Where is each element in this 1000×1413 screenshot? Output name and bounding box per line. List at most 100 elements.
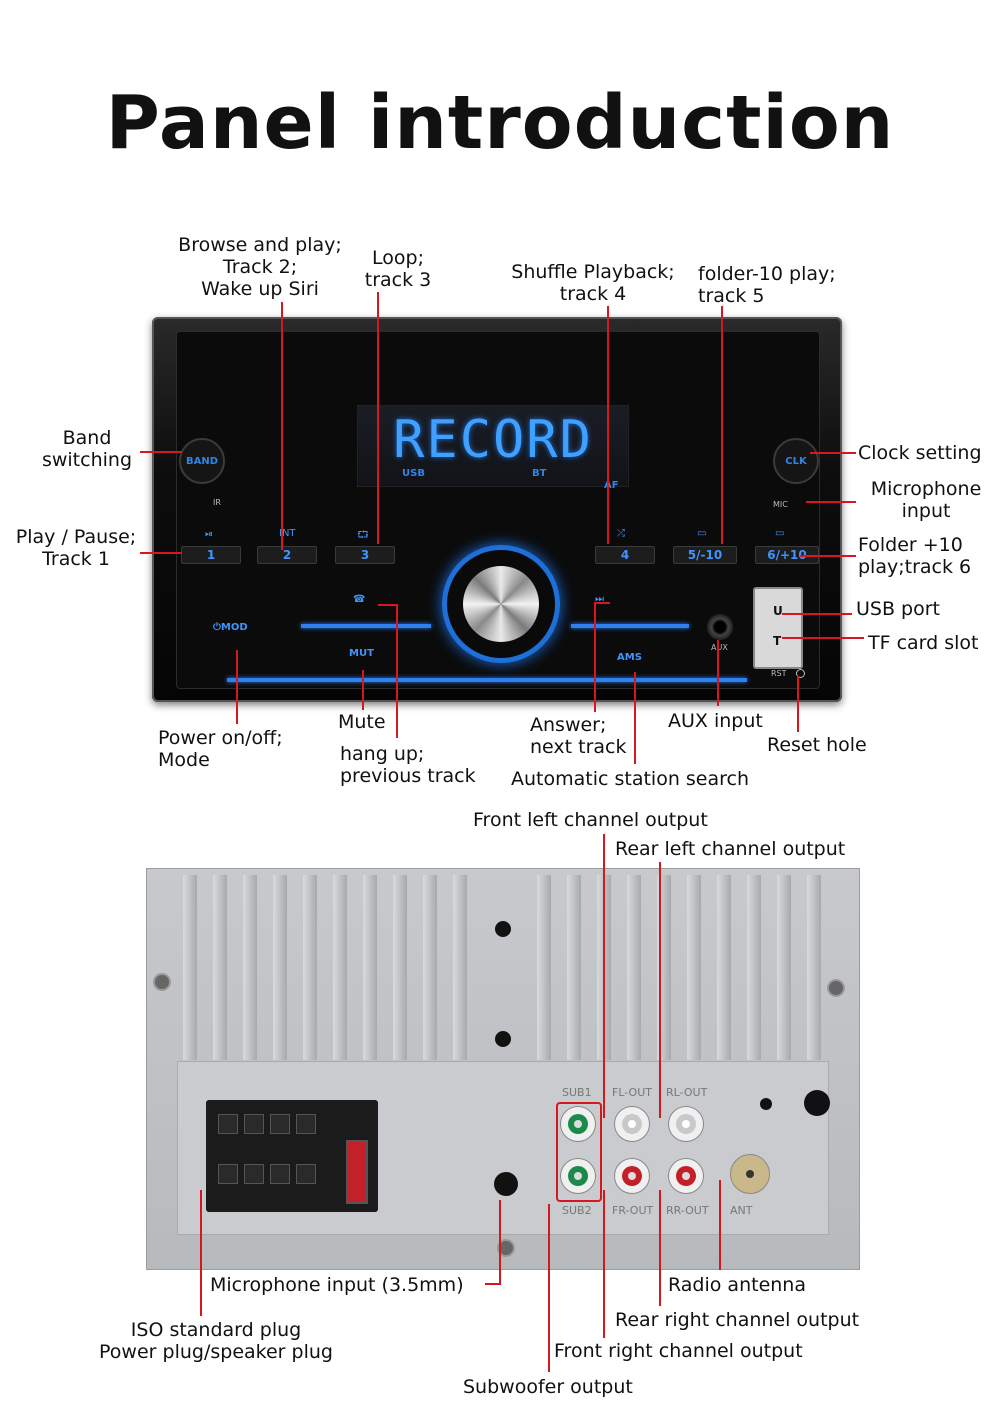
callout-line-power (236, 650, 238, 724)
screw (827, 979, 845, 997)
heat-fin (747, 875, 761, 1060)
head-unit-front: RECORD USB BT AF BAND CLK IR MIC ⏯ INT ⮔… (152, 317, 842, 702)
label-mute: Mute (338, 711, 386, 733)
band-button[interactable]: BAND (179, 438, 225, 484)
bt-indicator: BT (532, 468, 547, 479)
label-rear-right: Rear right channel output (615, 1309, 860, 1331)
callout-line-front-right (603, 1190, 605, 1338)
label-shuffle: Shuffle Playback; track 4 (511, 261, 675, 305)
left-light-bar (301, 624, 431, 628)
rr-out-jack[interactable] (668, 1158, 704, 1194)
heat-fin (453, 875, 467, 1060)
callout-line-loop (377, 292, 379, 544)
heat-fin (567, 875, 581, 1060)
callout-line-rear-right (659, 1190, 661, 1306)
rr-out-label: RR-OUT (666, 1204, 709, 1217)
rl-out-jack[interactable] (668, 1106, 704, 1142)
label-tf-slot: TF card slot (868, 632, 979, 654)
sub2-label: SUB2 (562, 1204, 592, 1217)
heat-fin (627, 875, 641, 1060)
sub1-jack[interactable] (560, 1106, 596, 1142)
ams-button[interactable]: AMS (617, 652, 642, 663)
label-power-mode: Power on/off; Mode (158, 727, 283, 771)
label-browse: Browse and play; Track 2; Wake up Siri (178, 234, 342, 300)
mount-hole (495, 921, 511, 937)
heat-fin (303, 875, 317, 1060)
play-pause-icon: ⏯ (205, 529, 213, 540)
label-aux-input: AUX input (668, 710, 763, 732)
volume-knob[interactable] (463, 566, 539, 642)
button-4[interactable]: 4 (595, 546, 655, 564)
heat-fin (807, 875, 821, 1060)
callout-line-usb (782, 613, 852, 615)
plug-pin (244, 1114, 264, 1134)
label-front-right: Front right channel output (554, 1340, 803, 1362)
tf-slot[interactable]: T (773, 634, 782, 648)
ir-label: IR (213, 498, 221, 507)
callout-line-clock (810, 452, 856, 454)
button-1[interactable]: 1 (181, 546, 241, 564)
mut-button[interactable]: MUT (349, 648, 374, 659)
clk-button[interactable]: CLK (773, 438, 819, 484)
aux-jack[interactable] (707, 614, 733, 640)
sub2-jack[interactable] (560, 1158, 596, 1194)
callout-line-answer-top (594, 602, 610, 604)
label-loop: Loop; track 3 (364, 247, 432, 291)
callout-line-answer (594, 602, 596, 712)
plug-pin (218, 1164, 238, 1184)
button-3[interactable]: 3 (335, 546, 395, 564)
callout-line-ams (634, 672, 636, 764)
shuffle-icon: ⤮ (617, 528, 625, 539)
screw (497, 1239, 515, 1257)
heat-fin (273, 875, 287, 1060)
button-6[interactable]: 6/+10 (755, 546, 819, 564)
page-title: Panel introduction (105, 80, 895, 166)
mic-jack[interactable] (494, 1172, 518, 1196)
fr-out-label: FR-OUT (612, 1204, 654, 1217)
heat-fin (423, 875, 437, 1060)
mount-hole (495, 1031, 511, 1047)
antenna-jack[interactable] (730, 1154, 770, 1194)
plug-pin (244, 1164, 264, 1184)
label-folder-minus: folder-10 play; track 5 (698, 263, 836, 307)
fl-out-jack[interactable] (614, 1106, 650, 1142)
rl-out-label: RL-OUT (666, 1086, 708, 1099)
fr-out-jack[interactable] (614, 1158, 650, 1194)
callout-line-reset (797, 676, 799, 732)
heat-fin (243, 875, 257, 1060)
plug-pin (270, 1164, 290, 1184)
lcd-display: RECORD USB BT AF (357, 405, 629, 491)
screw (153, 973, 171, 991)
bottom-light-bar (227, 678, 747, 682)
label-radio-antenna: Radio antenna (668, 1274, 806, 1296)
folder-plus-icon: ▭ (775, 528, 785, 539)
callout-line-mute (362, 670, 364, 710)
large-hole (804, 1090, 830, 1116)
af-indicator: AF (604, 480, 619, 491)
button-2[interactable]: 2 (257, 546, 317, 564)
callout-line-hangup-top (378, 604, 396, 606)
plug-pin (218, 1114, 238, 1134)
rst-label: RST (771, 669, 787, 678)
callout-line-folder-minus (721, 306, 723, 544)
heat-fin (717, 875, 731, 1060)
folder-icon: ▭ (697, 528, 707, 539)
callout-line-band (140, 451, 182, 453)
label-answer: Answer; next track (530, 714, 627, 758)
mod-button[interactable]: ⏻MOD (213, 622, 248, 633)
callout-line-browse (281, 302, 283, 550)
callout-line-shuffle (607, 306, 609, 544)
button-5[interactable]: 5/-10 (673, 546, 737, 564)
iso-plug[interactable] (206, 1100, 378, 1212)
label-play-pause: Play / Pause; Track 1 (15, 526, 137, 570)
callout-line-rear-left (659, 862, 661, 1118)
reset-hole[interactable] (796, 669, 805, 678)
label-auto-search: Automatic station search (511, 768, 750, 790)
callout-line-folder-plus (800, 555, 856, 557)
lcd-text: RECORD (393, 410, 593, 470)
head-unit-rear: SUB1 SUB2 FL-OUT RL-OUT FR-OUT RR-OUT AN… (146, 868, 860, 1270)
heat-fin (333, 875, 347, 1060)
rear-connector-panel: SUB1 SUB2 FL-OUT RL-OUT FR-OUT RR-OUT AN… (177, 1061, 830, 1235)
label-clock-setting: Clock setting (858, 442, 982, 464)
usb-slot[interactable]: U (773, 604, 783, 618)
